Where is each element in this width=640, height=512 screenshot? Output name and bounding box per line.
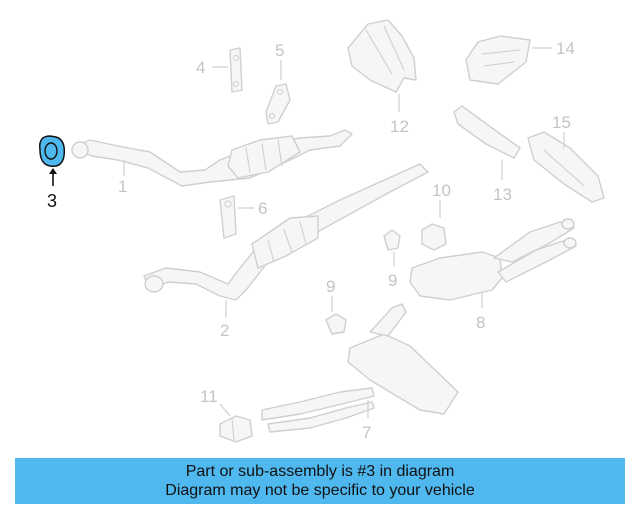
callout-9a: 9 (388, 271, 397, 290)
banner-line-2: Diagram may not be specific to your vehi… (165, 482, 475, 499)
part-8-muffler (409, 218, 577, 301)
callout-13: 13 (493, 185, 512, 204)
part-5-hanger (265, 83, 291, 125)
part-6-hanger (219, 195, 237, 239)
part-9-clamp-lower (325, 313, 347, 335)
part-12-heat-shield (347, 19, 417, 93)
part-4-bracket (229, 47, 243, 93)
part-10-clamp (219, 415, 253, 443)
part-info-banner: Part or sub-assembly is #3 in diagram Di… (15, 458, 625, 504)
callout-3: 3 (47, 191, 57, 211)
callout-5: 5 (275, 41, 284, 60)
exhaust-parts-diagram: 3 1 4 5 12 14 13 (38, 19, 605, 443)
part-2-front-pipe (143, 163, 429, 301)
part-13-shield (453, 105, 521, 159)
callout-10: 11 (200, 387, 218, 406)
callout-15: 15 (552, 113, 571, 132)
callout-11: 10 (432, 181, 451, 200)
callout-7: 7 (362, 423, 371, 442)
banner-line-1: Part or sub-assembly is #3 in diagram (185, 463, 455, 480)
leader-3-arrow (49, 168, 57, 174)
part-1-front-pipe (71, 129, 353, 187)
callout-1: 1 (118, 177, 127, 196)
part-7-center-muffler (261, 303, 459, 433)
part-15-shield (527, 131, 605, 203)
callout-6: 6 (258, 199, 267, 218)
callout-4: 4 (196, 58, 205, 77)
part-3-gasket[interactable] (38, 135, 66, 168)
callout-14: 14 (556, 39, 575, 58)
callout-8: 8 (476, 313, 485, 332)
callout-9b: 9 (326, 277, 335, 296)
part-11-clamp (421, 223, 447, 251)
part-9-clamp-upper (383, 229, 401, 251)
callout-12: 12 (390, 117, 409, 136)
part-14-shield (465, 35, 531, 85)
callout-2: 2 (220, 321, 229, 340)
